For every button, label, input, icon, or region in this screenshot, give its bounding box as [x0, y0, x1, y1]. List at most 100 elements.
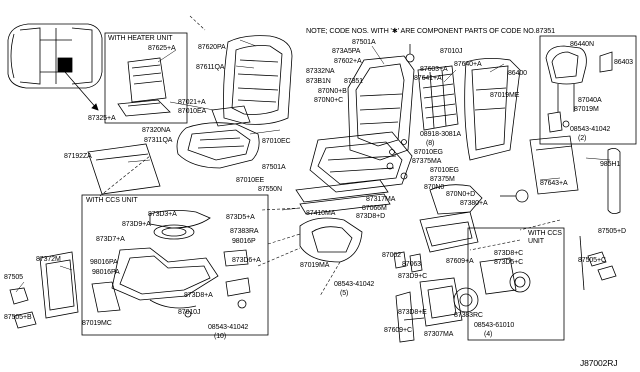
part-label: 87640+A: [454, 61, 482, 68]
heater-box-title: WITH HEATER UNIT: [108, 35, 173, 42]
part-label: 873B1N: [306, 78, 331, 85]
part-label: 87010EA: [178, 108, 207, 115]
part-label: 873D8+C: [494, 250, 524, 257]
headrest-box: [539, 35, 637, 145]
lower-left-panels: [9, 251, 79, 329]
part-label: 87010EG: [414, 149, 443, 156]
part-label: 98016P: [232, 238, 256, 245]
part-label: 86440N: [570, 41, 594, 48]
heater-unit-box: [104, 32, 188, 124]
ccs-box-right-title: WITH CCS UNIT: [528, 230, 562, 245]
seat-cushion: [176, 105, 260, 169]
part-label: 873D9+A: [122, 221, 151, 228]
part-label: 08543-41042: [208, 324, 249, 331]
part-label: 87307MA: [424, 331, 454, 338]
part-label: 87317MA: [366, 196, 396, 203]
part-label: 87021+A: [178, 99, 206, 106]
part-label: 87375MA: [412, 158, 442, 165]
part-label: 87063: [402, 261, 421, 268]
part-label: 87383RC: [454, 312, 483, 319]
part-label: 87505: [4, 274, 23, 281]
part-label: 873D8+A: [184, 292, 213, 299]
part-label: 87609+C: [384, 327, 412, 334]
part-label: 87372M: [36, 256, 61, 263]
part-label: 87010J: [178, 309, 201, 316]
part-qty: (2): [578, 135, 587, 142]
part-label: 87325+A: [88, 115, 116, 122]
part-label: 87351: [344, 78, 363, 85]
seat-back-pad: [223, 35, 293, 125]
ccs-box-left-title: WITH CCS UNIT: [86, 197, 138, 204]
part-label: 87505+B: [4, 314, 32, 321]
part-label: 87501A: [262, 164, 286, 171]
part-label: 08543-41042: [334, 281, 375, 288]
ccs-unit-box-left: [81, 194, 269, 336]
part-label: 87410MA: [306, 210, 336, 217]
part-label: 08918-3081A: [420, 131, 461, 138]
part-label: 87019ME: [490, 92, 520, 99]
part-label: 87603+A: [420, 66, 448, 73]
part-label: 87550N: [258, 186, 282, 193]
part-label: 873D5+A: [226, 214, 255, 221]
part-label: 87019MA: [300, 262, 330, 269]
part-label: 87505+C: [578, 257, 606, 264]
part-qty: (10): [214, 333, 227, 340]
part-label: 873D3+A: [148, 211, 177, 218]
part-qty: (4): [484, 331, 493, 338]
part-label: 87010J: [440, 48, 463, 55]
lower-center-parts: [299, 139, 529, 273]
part-label: 87602+A: [334, 58, 362, 65]
part-label: 87643+A: [540, 180, 568, 187]
part-label: 87611QA: [196, 64, 225, 71]
part-label: 87620PA: [198, 44, 226, 51]
vehicle-top-view: [7, 23, 103, 111]
part-label: 873D7+A: [96, 236, 125, 243]
part-label: 98016PA: [92, 269, 120, 276]
part-label: 87040A: [578, 97, 602, 104]
diagram-reference: J87002RJ: [580, 358, 618, 368]
part-label: 873D9+C: [398, 273, 428, 280]
part-label: 87192ZA: [64, 153, 92, 160]
part-label: 87010EE: [236, 177, 265, 184]
part-label: 08543-41042: [570, 126, 611, 133]
part-label: 86400: [508, 70, 527, 77]
part-label: 870N0+B: [318, 88, 347, 95]
part-qty: (5): [340, 290, 349, 297]
part-label: 87332NA: [306, 68, 335, 75]
part-label: 86403: [614, 59, 633, 66]
part-label: 08543-61010: [474, 322, 515, 329]
part-label: 87625+A: [148, 45, 176, 52]
leader-lines: [99, 15, 561, 297]
part-label: 87641+A: [414, 75, 442, 82]
side-trim: [579, 148, 621, 291]
note-text: NOTE; CODE NOS. WITH '✱' ARE COMPONENT P…: [306, 26, 556, 35]
part-label: 873A5PA: [332, 48, 361, 55]
part-label: 985H1: [600, 161, 621, 168]
part-label: 87311QA: [144, 137, 173, 144]
part-label: 870N0: [424, 184, 445, 191]
ccs-unit-box-right: [395, 227, 565, 343]
part-label: 98016PA: [90, 259, 118, 266]
part-label: 870N0+D: [446, 191, 476, 198]
part-label: 87019M: [574, 106, 599, 113]
spring-mat: [417, 65, 459, 131]
part-label: 87019MC: [82, 320, 112, 327]
seat-frame: [295, 44, 415, 215]
part-label: 873D5+C: [494, 259, 524, 266]
part-label: 87505+D: [598, 228, 626, 235]
right-foot-parts: [587, 251, 617, 281]
back-board: [87, 143, 161, 195]
part-label: 87609+A: [446, 258, 474, 265]
part-label: 87375M: [430, 176, 455, 183]
part-label: 87010EC: [262, 138, 291, 145]
part-label: 87383RA: [230, 228, 259, 235]
part-label: 87066M: [362, 205, 387, 212]
part-label: 873D8+E: [398, 309, 427, 316]
part-qty: (8): [426, 140, 435, 147]
rear-back-pad: [464, 58, 521, 161]
part-label: 87010EG: [430, 167, 459, 174]
part-label: 873D8+D: [356, 213, 386, 220]
pointer-lines: [15, 39, 611, 293]
